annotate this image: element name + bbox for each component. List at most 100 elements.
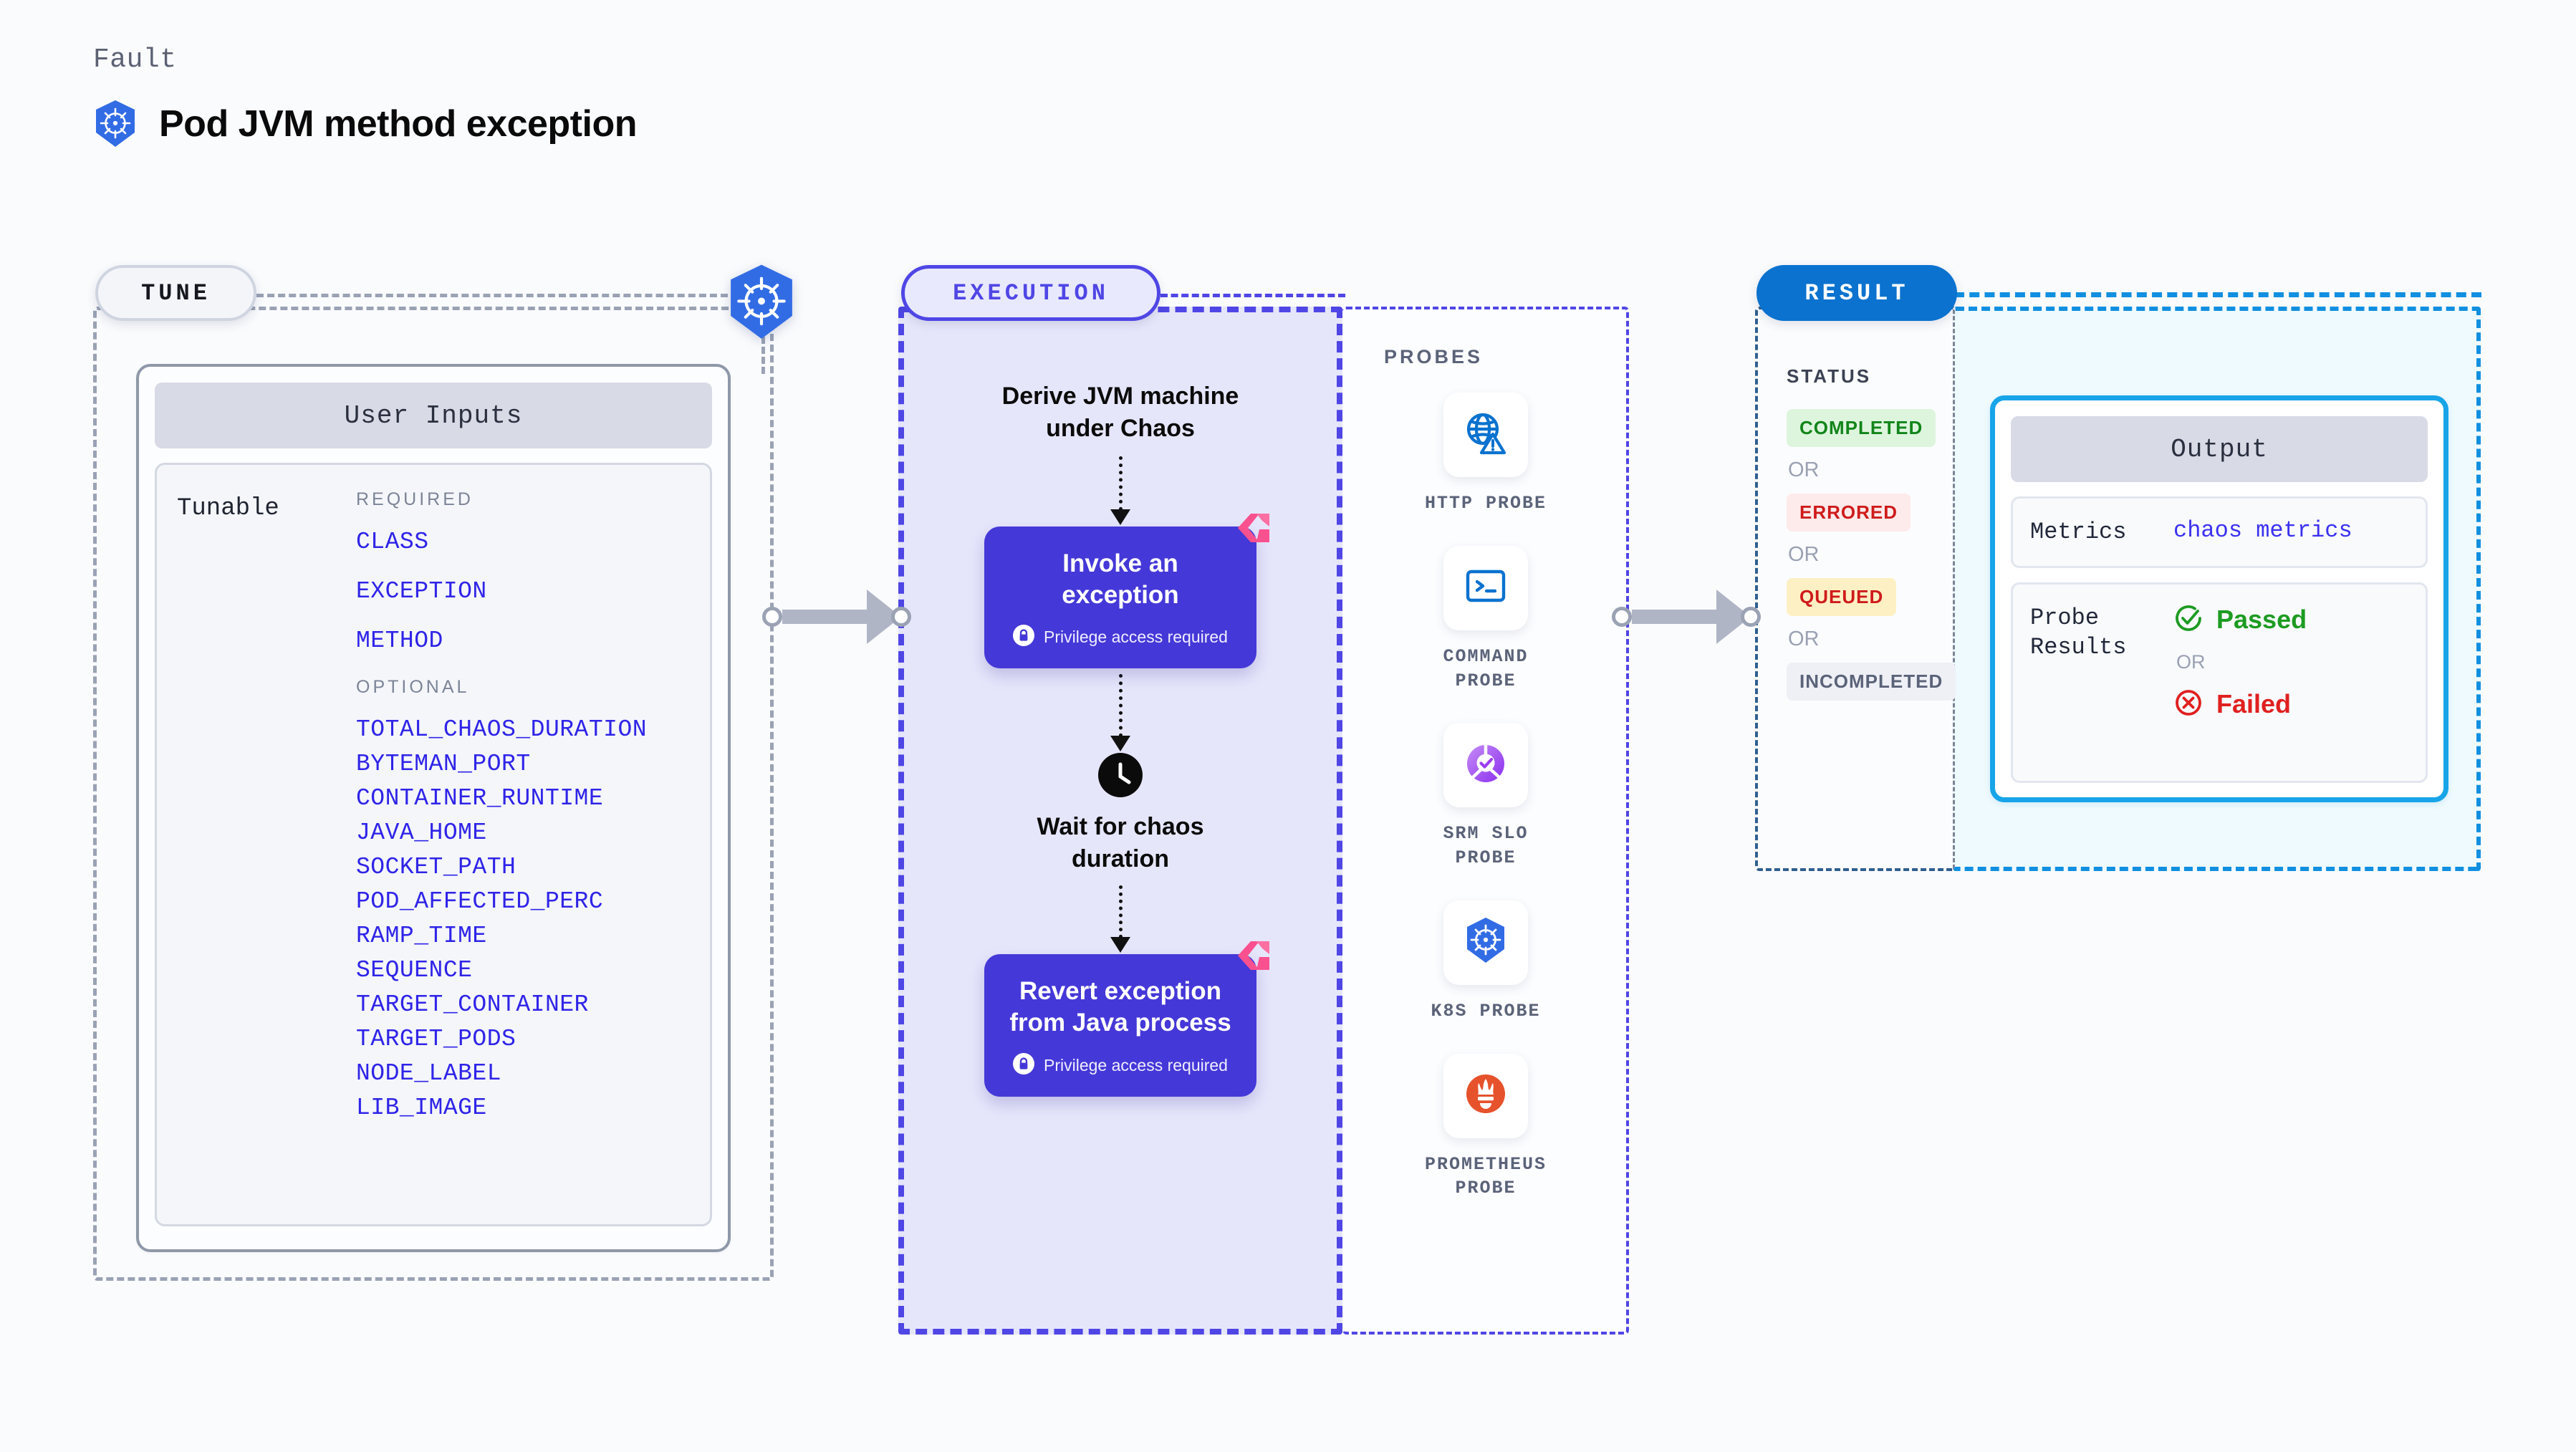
execution-step-wait-label: Wait for chaos duration	[1037, 813, 1204, 873]
param-ramp-time[interactable]: RAMP_TIME	[356, 923, 487, 949]
kubernetes-icon	[726, 264, 797, 345]
connector-probes-to-result	[1612, 590, 1761, 644]
param-node-label[interactable]: NODE_LABEL	[356, 1060, 502, 1087]
probe-item-k8s[interactable]: K8S PROBE	[1393, 900, 1579, 1024]
probes-section-frame	[1342, 307, 1629, 1335]
execution-step-wait: Wait for chaos duration	[1037, 753, 1204, 875]
status-badge-errored: ERRORED	[1787, 494, 1911, 532]
kubernetes-badge-stub	[761, 337, 765, 374]
status-column: STATUS COMPLETED OR ERRORED OR QUEUED OR…	[1787, 365, 1959, 701]
execution-card-title: Revert exception from Java process	[1009, 977, 1231, 1037]
probe-label: K8S PROBE	[1431, 1000, 1541, 1021]
execution-column: Derive JVM machine under Chaos Invoke an…	[898, 307, 1342, 1335]
privilege-row: Privilege access required	[1003, 625, 1238, 650]
privilege-note: Privilege access required	[1044, 1055, 1228, 1074]
execution-pill[interactable]: EXECUTION	[901, 265, 1160, 321]
param-socket-path[interactable]: SOCKET_PATH	[356, 854, 516, 880]
user-inputs-card: User Inputs Tunable REQUIRED CLASS EXCEP…	[136, 364, 731, 1252]
param-java-home[interactable]: JAVA_HOME	[356, 819, 487, 846]
connector-end-dot	[891, 607, 911, 627]
clock-icon	[1098, 753, 1143, 801]
param-sequence[interactable]: SEQUENCE	[356, 957, 473, 984]
probe-tile	[1443, 723, 1528, 808]
status-badge-completed: COMPLETED	[1787, 409, 1936, 447]
param-target-pods[interactable]: TARGET_PODS	[356, 1026, 516, 1052]
lock-icon	[1013, 625, 1035, 650]
probe-item-command[interactable]: COMMAND PROBE	[1393, 545, 1579, 693]
probe-result-failed-label: Failed	[2216, 689, 2292, 719]
terminal-icon	[1463, 563, 1509, 612]
kubernetes-icon	[1463, 916, 1509, 968]
status-or-3: OR	[1788, 628, 1820, 650]
output-metrics-row: Metrics chaos metrics	[2011, 496, 2428, 568]
result-pill-label: RESULT	[1804, 279, 1909, 307]
probe-result-passed: Passed	[2173, 603, 2307, 637]
probe-label: SRM SLO PROBE	[1443, 823, 1529, 868]
execution-pill-label: EXECUTION	[953, 279, 1109, 307]
param-total-chaos-duration[interactable]: TOTAL_CHAOS_DURATION	[356, 716, 648, 743]
connector-end-dot	[1741, 607, 1761, 627]
tunable-label: Tunable	[177, 495, 279, 522]
globe-warning-icon	[1461, 409, 1510, 461]
output-metrics-value[interactable]: chaos metrics	[2173, 517, 2352, 544]
litmus-ribbon-icon	[1235, 511, 1272, 549]
connector-start-dot	[1612, 607, 1632, 627]
execution-card-revert-exception[interactable]: Revert exception from Java process Privi…	[984, 941, 1269, 1097]
group-title-required: REQUIRED	[356, 489, 474, 509]
tune-pill[interactable]: TUNE	[95, 265, 256, 321]
result-pill[interactable]: RESULT	[1756, 265, 1957, 321]
param-byteman-port[interactable]: BYTEMAN_PORT	[356, 751, 531, 777]
lock-icon	[1013, 1052, 1035, 1078]
probe-item-prometheus[interactable]: PROMETHEUS PROBE	[1393, 1053, 1579, 1201]
privilege-row: Privilege access required	[1003, 1052, 1238, 1078]
group-title-optional: OPTIONAL	[356, 677, 470, 697]
page-title: Pod JVM method exception	[159, 103, 637, 145]
slo-donut-check-icon	[1461, 739, 1510, 792]
param-method[interactable]: METHOD	[356, 628, 443, 654]
status-badge-incompleted: INCOMPLETED	[1787, 663, 1956, 701]
connector-tune-to-execution	[762, 590, 911, 644]
page-header: Fault Pod JVM method exception	[93, 44, 637, 148]
probe-tile	[1443, 393, 1528, 477]
probe-result-or: OR	[2176, 650, 2206, 673]
fault-label: Fault	[93, 44, 177, 75]
status-or-1: OR	[1788, 458, 1820, 481]
tune-pill-label: TUNE	[141, 279, 211, 307]
param-container-runtime[interactable]: CONTAINER_RUNTIME	[356, 785, 604, 812]
tune-leader-line	[256, 294, 728, 297]
connector-start-dot	[762, 607, 782, 627]
probe-item-http[interactable]: HTTP PROBE	[1393, 393, 1579, 516]
arrow-derive-to-invoke	[1110, 456, 1130, 527]
kubernetes-icon	[93, 100, 138, 148]
output-header: Output	[2011, 416, 2428, 482]
prometheus-flame-icon	[1462, 1070, 1509, 1121]
output-metrics-key: Metrics	[2030, 519, 2127, 545]
check-circle-icon	[2173, 603, 2203, 637]
execution-step-derive-label: Derive JVM machine under Chaos	[1001, 383, 1239, 442]
param-exception[interactable]: EXCEPTION	[356, 578, 487, 605]
arrow-wait-to-revert	[1110, 885, 1130, 954]
privilege-note: Privilege access required	[1044, 628, 1228, 647]
param-target-container[interactable]: TARGET_CONTAINER	[356, 991, 589, 1018]
probe-result-failed: Failed	[2173, 688, 2307, 721]
param-class[interactable]: CLASS	[356, 529, 429, 555]
probe-tile	[1443, 545, 1528, 630]
probe-item-srm-slo[interactable]: SRM SLO PROBE	[1393, 723, 1579, 870]
tunable-box: Tunable REQUIRED CLASS EXCEPTION METHOD …	[155, 463, 712, 1226]
param-pod-affected-perc[interactable]: POD_AFFECTED_PERC	[356, 888, 604, 915]
result-leader-line	[1954, 292, 2481, 297]
params-column: REQUIRED CLASS EXCEPTION METHOD OPTIONAL…	[356, 489, 690, 1224]
x-circle-icon	[2173, 688, 2203, 721]
connector-bar	[782, 610, 868, 624]
probe-label: COMMAND PROBE	[1443, 645, 1529, 691]
probe-tile	[1443, 900, 1528, 985]
execution-card-invoke-exception[interactable]: Invoke an exception Privilege access req…	[984, 513, 1269, 669]
output-probe-results-key: Probe Results	[2030, 604, 2127, 661]
param-lib-image[interactable]: LIB_IMAGE	[356, 1095, 487, 1121]
output-card: Output Metrics chaos metrics Probe Resul…	[1990, 395, 2448, 802]
probe-label: HTTP PROBE	[1424, 493, 1547, 514]
status-title: STATUS	[1787, 365, 1872, 387]
user-inputs-header: User Inputs	[155, 383, 712, 448]
execution-leader-line	[1160, 294, 1345, 297]
probes-title: PROBES	[1384, 346, 1484, 367]
